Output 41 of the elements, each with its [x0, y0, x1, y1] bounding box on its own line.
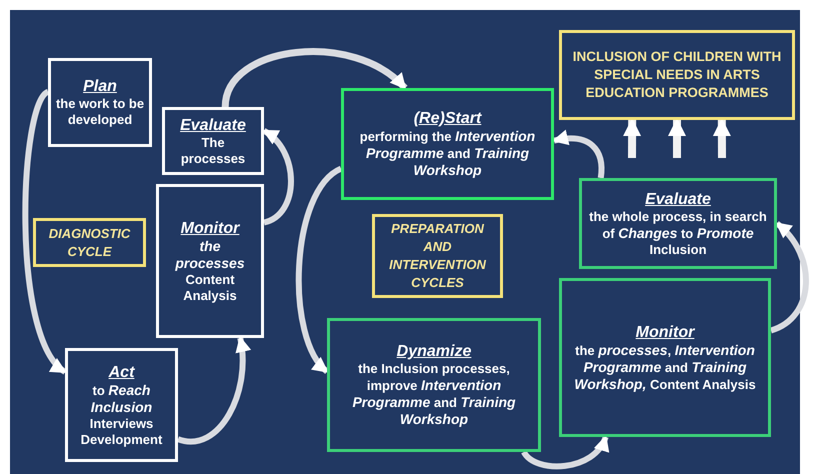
- step-heading: Monitor: [180, 218, 240, 238]
- step-description: performing the Intervention Programme and Training Workshop: [358, 128, 536, 179]
- cycle-label: PREPARATION AND INTERVENTION CYCLES: [388, 220, 487, 292]
- curved-arrow: [177, 336, 250, 444]
- step-heading: Monitor: [636, 322, 694, 342]
- process-box: [341, 88, 554, 200]
- step-description: the whole process, in search of Changes to Promote Inclusion: [588, 208, 768, 258]
- up-arrow: [668, 118, 686, 158]
- curved-arrow: [222, 48, 408, 108]
- goal-box: [559, 30, 795, 120]
- curved-arrow: [296, 166, 343, 374]
- process-box: [65, 348, 178, 462]
- process-box: [156, 184, 264, 338]
- process-box: [559, 278, 771, 437]
- process-box: [48, 58, 152, 147]
- cycle-label: DIAGNOSTIC CYCLE: [48, 224, 132, 260]
- step-description: the processes Content Analysis: [174, 238, 246, 304]
- curved-arrow: [770, 221, 809, 334]
- up-arrow: [712, 118, 731, 158]
- step-description: the Inclusion processes, improve Intervention Programme and Training Workshop: [351, 361, 517, 428]
- step-description: to Reach Inclusion Interviews Development: [80, 382, 164, 448]
- cycle-box: [372, 214, 503, 298]
- process-box: [579, 178, 777, 269]
- step-heading: (Re)Start: [414, 109, 482, 128]
- up-arrow: [623, 118, 642, 158]
- cycle-box: [33, 218, 146, 267]
- step-description: the processes, Intervention Programme and Training Workshop, Content Analysis: [573, 342, 757, 392]
- step-heading: Plan: [83, 77, 117, 96]
- step-heading: Evaluate: [645, 190, 711, 208]
- step-heading: Act: [108, 362, 134, 382]
- process-box: [162, 107, 264, 175]
- step-description: The processes: [180, 134, 246, 166]
- step-heading: Dynamize: [396, 342, 472, 361]
- goal-text: INCLUSION OF CHILDREN WITH SPECIAL NEEDS IN ARTS EDUCATION PROGRAMMES: [572, 48, 782, 102]
- process-box: [327, 318, 541, 452]
- curved-arrow: [262, 128, 294, 226]
- curved-arrow: [552, 130, 604, 178]
- curved-arrow: [22, 90, 68, 374]
- step-description: the work to be developed: [55, 96, 145, 128]
- curved-arrow: [521, 435, 608, 470]
- step-heading: Evaluate: [180, 116, 246, 134]
